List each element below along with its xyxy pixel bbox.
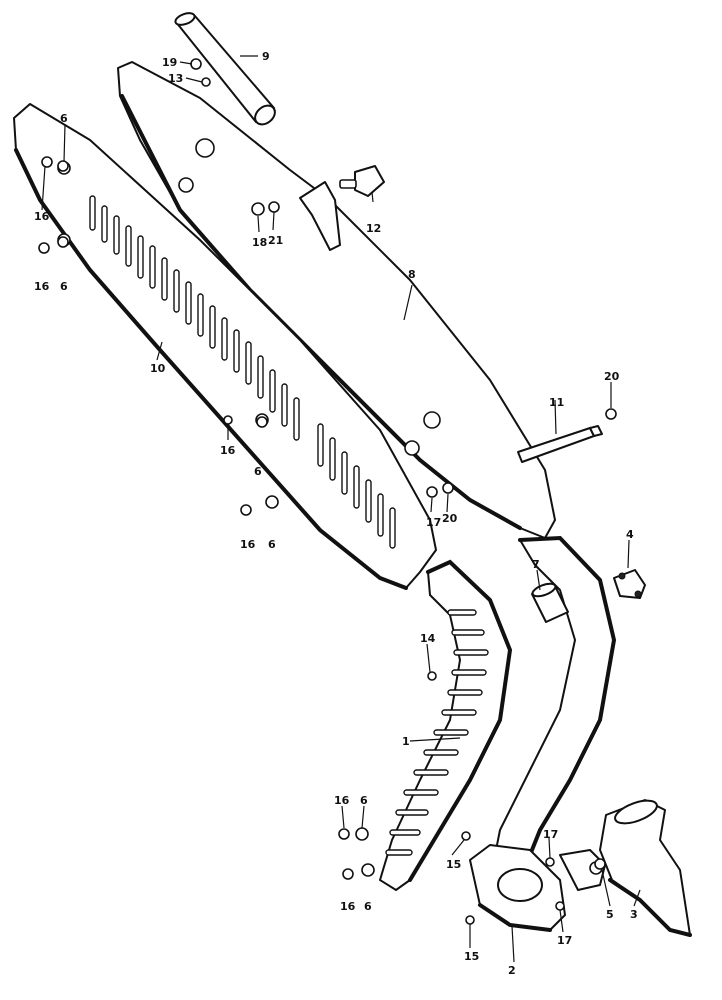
callout-16-d: 16 — [240, 538, 256, 551]
part-heat-shield-upper — [13, 103, 437, 590]
muffler-boss-upper — [195, 138, 215, 158]
callout-16-e: 16 — [334, 794, 350, 807]
bolt-16-a — [41, 156, 53, 168]
callout-17-c: 17 — [557, 934, 572, 947]
callout-15-a: 15 — [446, 858, 461, 871]
washer-6-e — [355, 827, 369, 841]
washer-21 — [268, 201, 280, 213]
lower-shield-slots — [385, 609, 489, 856]
washer-6-c — [256, 416, 268, 428]
callout-20-a: 20 — [442, 512, 458, 525]
callout-14: 14 — [420, 632, 436, 645]
muffler-boss-lower — [423, 411, 441, 429]
muffler-mount-bracket — [299, 181, 341, 251]
washer-6-f — [361, 863, 375, 877]
bolt-16-c — [223, 415, 233, 425]
hardware-fasteners — [38, 58, 617, 925]
callout-20-b: 20 — [604, 370, 620, 383]
callout-4: 4 — [626, 528, 634, 541]
washer-6-d — [265, 495, 279, 509]
nut-17-b — [545, 857, 555, 867]
washer-20-b — [605, 408, 617, 420]
part-fitting — [339, 165, 385, 197]
callout-6-c: 6 — [254, 465, 262, 478]
part-muffler — [117, 61, 556, 539]
callout-2: 2 — [508, 964, 516, 977]
callout-11: 11 — [549, 396, 564, 409]
washer-20-a — [442, 482, 454, 494]
callout-12: 12 — [366, 222, 381, 235]
callout-16-f: 16 — [340, 900, 356, 913]
callout-5: 5 — [606, 908, 614, 921]
callout-13: 13 — [168, 72, 183, 85]
bolt-16-b — [38, 242, 50, 254]
callout-16-b: 16 — [34, 280, 50, 293]
bolt-15-b — [465, 915, 475, 925]
callout-16-c: 16 — [220, 444, 236, 457]
part-exhaust-header — [599, 799, 692, 937]
part-stud-bolt — [517, 425, 603, 463]
callout-15-b: 15 — [464, 950, 479, 963]
callout-6-b: 6 — [60, 280, 68, 293]
leader-lines — [41, 55, 641, 963]
part-clamp — [613, 569, 646, 599]
callout-9: 9 — [262, 50, 270, 63]
bolt-14 — [427, 671, 437, 681]
heat-shield-slots — [89, 195, 396, 549]
callout-18: 18 — [252, 236, 267, 249]
callout-21: 21 — [268, 234, 283, 247]
muffler-boss-bottom — [404, 440, 420, 456]
bolt-16-e — [338, 828, 350, 840]
part-exhaust-joint — [469, 844, 606, 932]
bolt-16-d — [240, 504, 252, 516]
callout-7: 7 — [532, 558, 540, 571]
callout-3: 3 — [630, 908, 638, 921]
callout-6-f: 6 — [364, 900, 372, 913]
callout-labels: 9 19 13 6 16 16 6 18 21 12 8 10 11 20 16… — [34, 50, 638, 977]
callout-17-b: 17 — [543, 828, 558, 841]
nut-17-c — [555, 901, 565, 911]
callout-16-a: 16 — [34, 210, 50, 223]
cap-18 — [251, 202, 265, 216]
bolt-15-a — [461, 831, 471, 841]
nut-17-a — [426, 486, 438, 498]
callout-19: 19 — [162, 56, 177, 69]
callout-10: 10 — [150, 362, 166, 375]
part-collar — [531, 582, 569, 623]
washer-6-b — [57, 236, 69, 248]
washer-6-a — [57, 160, 69, 172]
part-exhaust-pipe — [379, 535, 617, 891]
bolt-16-f — [342, 868, 354, 880]
callout-17-a: 17 — [426, 516, 441, 529]
callout-6-d: 6 — [268, 538, 276, 551]
bolt-13 — [201, 77, 211, 87]
gasket-5 — [594, 858, 606, 870]
callout-1: 1 — [402, 735, 410, 748]
callout-8: 8 — [408, 268, 416, 281]
callout-6-a: 6 — [60, 112, 68, 125]
washer-19 — [190, 58, 202, 70]
part-tail-pipe — [174, 12, 276, 126]
muffler-boss-mid — [178, 177, 194, 193]
callout-6-e: 6 — [360, 794, 368, 807]
